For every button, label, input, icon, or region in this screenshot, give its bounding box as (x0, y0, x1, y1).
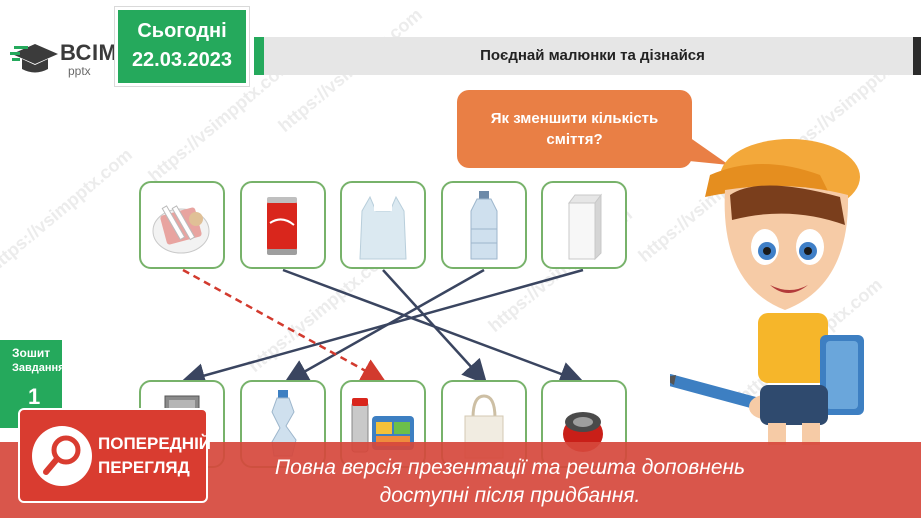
card-top-4[interactable] (441, 181, 527, 269)
connection-line (180, 268, 584, 388)
bubble-line-1: Як зменшити кількість (490, 110, 659, 127)
logo-text: ВСІМ (60, 40, 118, 65)
title-bar-accent (913, 37, 921, 75)
card-top-1[interactable] (139, 181, 225, 269)
bubble-line-2: сміття? (546, 131, 603, 148)
soda-can-icon (267, 197, 297, 255)
card-top-5[interactable] (541, 181, 627, 269)
speech-bubble: Як зменшити кількість сміття? (457, 90, 729, 168)
boy-character-illustration (670, 139, 864, 445)
preview-badge[interactable]: ПОПЕРЕДНІЙ ПЕРЕГЛЯД (18, 408, 212, 503)
magnifier-icon (32, 426, 92, 486)
milk-carton-icon (568, 193, 602, 261)
connection-line (382, 269, 488, 385)
card-top-2[interactable] (240, 181, 326, 269)
workbook-label: Зошит (12, 346, 51, 360)
plastic-bag-icon (359, 195, 407, 260)
date-box: Сьогодні 22.03.2023 (115, 7, 249, 86)
card-top-3[interactable] (340, 181, 426, 269)
banner-line-1: Повна версія презентації та решта доповн… (274, 456, 746, 479)
date-label: Сьогодні (137, 20, 227, 42)
paper-plate-icon (152, 205, 210, 254)
preview-title: ПОПЕРЕДНІЙ (98, 434, 212, 453)
connection-line-dashed (182, 268, 387, 383)
logo: ВСІМ pptx (10, 38, 118, 80)
task-label: Завдання (12, 362, 65, 374)
task-number: 1 (28, 384, 41, 409)
title-bar: Поєднай малюнки та дізнайся (254, 37, 921, 75)
plastic-bottle-icon (470, 191, 498, 260)
banner-line-2: доступні після придбання. (379, 484, 641, 507)
page-title: Поєднай малюнки та дізнайся (480, 47, 705, 64)
lunchbox-icon (351, 398, 414, 453)
bubble-tail (679, 130, 729, 165)
preview-subtitle: ПЕРЕГЛЯД (98, 458, 190, 477)
date-value: 22.03.2023 (131, 49, 233, 71)
logo-subtext: pptx (68, 64, 91, 78)
graduation-cap-icon (10, 44, 58, 73)
connection-line (282, 268, 585, 386)
